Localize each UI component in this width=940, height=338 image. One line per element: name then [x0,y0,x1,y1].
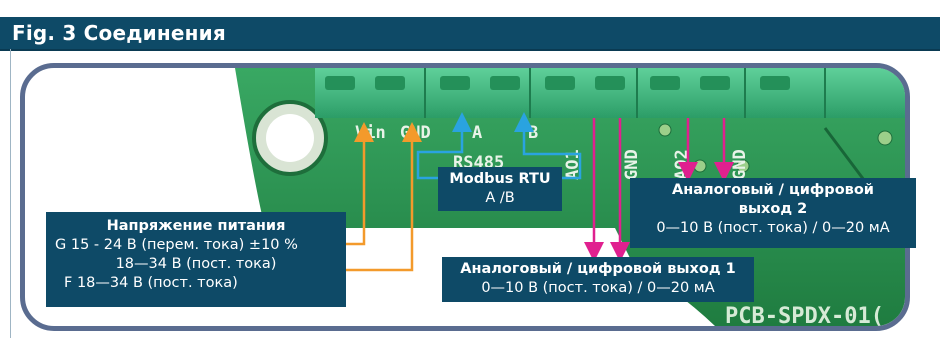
silk-ao1: AO1 [563,149,583,180]
power-supply-label: Напряжение питания G 15 - 24 В (перем. т… [46,212,346,307]
silk-a: A [472,123,482,143]
left-rule [10,49,11,338]
terminal-block [315,68,905,118]
silk-part-number: PCB-SPDX-01( [725,304,884,326]
ao2-title-2: выход 2 [630,200,916,219]
figure-title-bar: Fig. 3 Соединения [0,17,940,51]
power-line-f: F 18—34 В (пост. тока) [46,274,346,293]
analog-output-2-label: Аналоговый / цифровой выход 2 0—10 В (по… [630,178,916,248]
silk-gnd3: GND [730,149,750,180]
figure-title: Fig. 3 Соединения [12,21,226,45]
power-line-g: G 15 - 24 В (перем. тока) ±10 % [46,236,346,255]
silk-ao2: AO2 [672,149,692,180]
ao1-sub: 0—10 В (пост. тока) / 0—20 мА [442,279,754,298]
modbus-title: Modbus RTU [438,170,562,189]
silk-b: B [528,123,538,143]
silk-vin: Vin [355,123,386,143]
silk-gnd2: GND [622,149,642,180]
ao2-sub: 0—10 В (пост. тока) / 0—20 мА [630,219,916,238]
silk-gnd: GND [400,123,431,143]
modbus-sub: A /B [438,189,562,208]
power-line-g2: 18—34 В (пост. тока) [46,255,346,274]
ao1-title: Аналоговый / цифровой выход 1 [442,260,754,279]
modbus-label: Modbus RTU A /B [438,167,562,211]
analog-output-1-label: Аналоговый / цифровой выход 1 0—10 В (по… [442,257,754,302]
power-title: Напряжение питания [46,217,346,236]
ao2-title-1: Аналоговый / цифровой [630,181,916,200]
